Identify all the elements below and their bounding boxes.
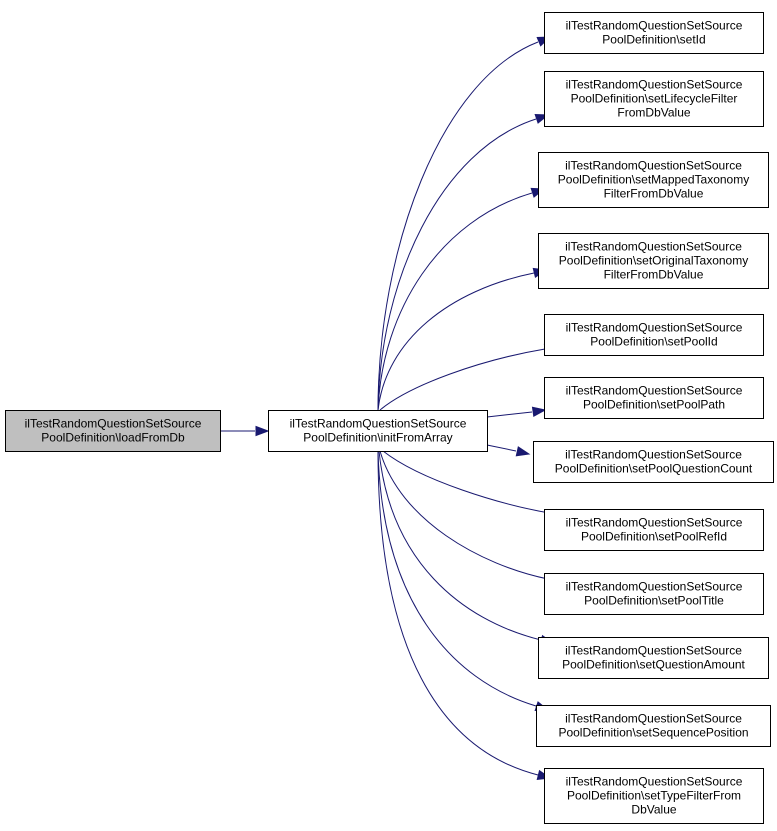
edge-init-to-setPoolId (379, 343, 559, 411)
edge-line (378, 450, 542, 641)
node-label-line: PoolDefinition\setQuestionAmount (562, 658, 745, 672)
node-label-line: PoolDefinition\setLifecycleFilter (571, 92, 738, 106)
node-init[interactable]: ilTestRandomQuestionSetSourcePoolDefinit… (268, 410, 488, 452)
edge-init-to-setQuestionAmount (378, 450, 555, 646)
node-box (544, 314, 764, 356)
node-setMapped[interactable]: ilTestRandomQuestionSetSourcePoolDefinit… (538, 152, 769, 208)
node-label-line: ilTestRandomQuestionSetSource (566, 384, 743, 398)
nodes-layer: ilTestRandomQuestionSetSourcePoolDefinit… (5, 12, 774, 824)
edge-line (379, 348, 546, 411)
node-label-line: PoolDefinition\setPoolTitle (584, 594, 724, 608)
node-label-line: ilTestRandomQuestionSetSource (565, 448, 742, 462)
node-box (544, 377, 764, 419)
node-setPoolRefId[interactable]: ilTestRandomQuestionSetSourcePoolDefinit… (544, 509, 764, 551)
node-label-line: FilterFromDbValue (604, 268, 704, 282)
node-label-line: PoolDefinition\setId (602, 33, 705, 47)
node-label-line: ilTestRandomQuestionSetSource (566, 580, 743, 594)
node-setTypeFilter[interactable]: ilTestRandomQuestionSetSourcePoolDefinit… (544, 768, 764, 824)
node-box (544, 768, 764, 824)
node-label-line: PoolDefinition\setTypeFilterFrom (567, 789, 741, 803)
node-box (538, 233, 769, 289)
node-label-line: DbValue (631, 803, 676, 817)
edge-line (377, 118, 537, 411)
node-setId[interactable]: ilTestRandomQuestionSetSourcePoolDefinit… (544, 12, 764, 54)
edge-init-to-setOriginal (377, 267, 548, 411)
node-box (536, 705, 771, 747)
node-box (533, 441, 774, 483)
node-box (544, 71, 764, 127)
node-label-line: FromDbValue (617, 106, 690, 120)
node-label-line: PoolDefinition\loadFromDb (41, 431, 185, 445)
node-label-line: PoolDefinition\setMappedTaxonomy (558, 173, 749, 187)
arrowhead (515, 446, 531, 457)
edge-init-to-setLifecycle (377, 114, 550, 411)
node-label-line: PoolDefinition\setPoolId (590, 335, 717, 349)
node-setSequencePosition[interactable]: ilTestRandomQuestionSetSourcePoolDefinit… (536, 705, 771, 747)
node-box (544, 573, 764, 615)
edge-line (377, 450, 539, 776)
node-setQuestionAmount[interactable]: ilTestRandomQuestionSetSourcePoolDefinit… (538, 637, 769, 679)
node-root[interactable]: ilTestRandomQuestionSetSourcePoolDefinit… (5, 410, 221, 452)
edge-init-to-setPoolPath (486, 406, 547, 418)
node-setLifecycle[interactable]: ilTestRandomQuestionSetSourcePoolDefinit… (544, 71, 764, 127)
node-label-line: PoolDefinition\setPoolQuestionCount (555, 462, 753, 476)
edge-line (486, 411, 533, 418)
node-setPoolId[interactable]: ilTestRandomQuestionSetSourcePoolDefinit… (544, 314, 764, 356)
edge-line (486, 444, 517, 452)
node-label-line: ilTestRandomQuestionSetSource (566, 516, 743, 530)
node-box (538, 637, 769, 679)
arrowhead (255, 425, 270, 437)
node-box (544, 12, 764, 54)
node-label-line: ilTestRandomQuestionSetSource (565, 644, 742, 658)
node-label-line: ilTestRandomQuestionSetSource (25, 417, 202, 431)
node-setPoolQuestionCount[interactable]: ilTestRandomQuestionSetSourcePoolDefinit… (533, 441, 774, 483)
edge-line (377, 192, 533, 411)
node-label-line: ilTestRandomQuestionSetSource (566, 321, 743, 335)
node-label-line: PoolDefinition\initFromArray (303, 431, 452, 445)
node-box (268, 410, 488, 452)
node-box (5, 410, 221, 452)
node-label-line: ilTestRandomQuestionSetSource (566, 775, 743, 789)
edges-layer (220, 36, 570, 780)
node-box (538, 152, 769, 208)
edge-line (382, 450, 556, 515)
node-label-line: ilTestRandomQuestionSetSource (565, 712, 742, 726)
node-label-line: PoolDefinition\setPoolRefId (581, 530, 727, 544)
node-setOriginal[interactable]: ilTestRandomQuestionSetSourcePoolDefinit… (538, 233, 769, 289)
edge-line (377, 450, 537, 707)
node-label-line: ilTestRandomQuestionSetSource (566, 78, 743, 92)
node-label-line: ilTestRandomQuestionSetSource (565, 159, 742, 173)
node-setPoolTitle[interactable]: ilTestRandomQuestionSetSourcePoolDefinit… (544, 573, 764, 615)
node-label-line: FilterFromDbValue (604, 187, 704, 201)
edge-init-to-setTypeFilter (377, 450, 552, 780)
node-box (544, 509, 764, 551)
edge-line (377, 272, 535, 411)
edge-init-to-setId (377, 36, 552, 411)
arrowhead (531, 406, 547, 417)
edge-root-to-init (220, 425, 270, 437)
node-label-line: ilTestRandomQuestionSetSource (290, 417, 467, 431)
node-label-line: ilTestRandomQuestionSetSource (565, 240, 742, 254)
node-label-line: PoolDefinition\setSequencePosition (558, 726, 748, 740)
node-setPoolPath[interactable]: ilTestRandomQuestionSetSourcePoolDefinit… (544, 377, 764, 419)
node-label-line: PoolDefinition\setOriginalTaxonomy (559, 254, 748, 268)
edge-init-to-setPoolQuestionCount (486, 444, 531, 457)
edge-line (377, 41, 539, 411)
node-label-line: ilTestRandomQuestionSetSource (566, 19, 743, 33)
node-label-line: PoolDefinition\setPoolPath (583, 398, 725, 412)
edge-line (379, 450, 549, 580)
